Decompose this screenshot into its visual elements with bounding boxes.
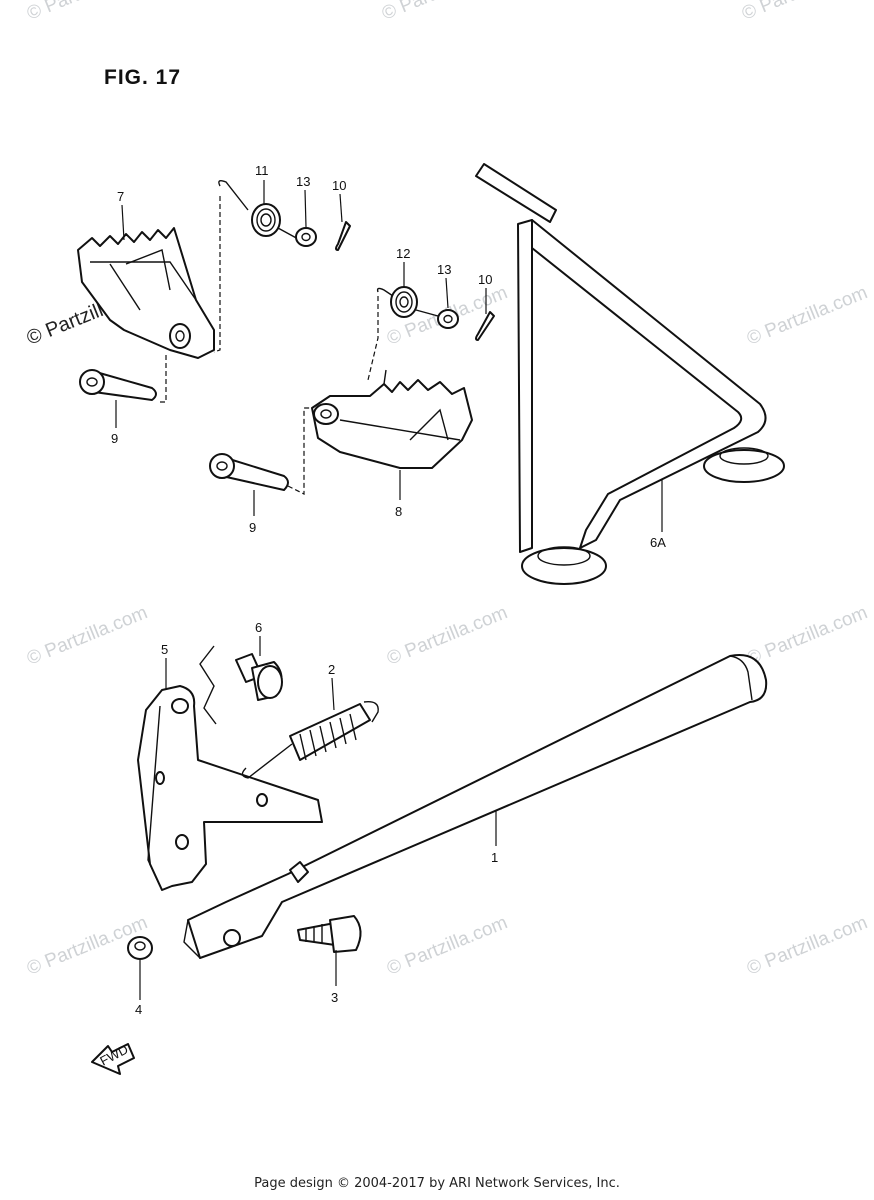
work-stand xyxy=(475,163,785,585)
torsion-spring-right xyxy=(376,286,439,318)
washer-left xyxy=(295,227,317,247)
pin-left xyxy=(79,369,157,401)
callout-12: 12 xyxy=(396,246,410,261)
callout-1: 1 xyxy=(491,850,498,865)
forward-arrow-icon: FWD xyxy=(91,1042,135,1075)
nut-4 xyxy=(127,936,153,960)
watermark: © Partzilla.com xyxy=(744,282,871,349)
callout-4: 4 xyxy=(135,1002,142,1017)
pin-right xyxy=(209,453,289,491)
callout-5: 5 xyxy=(161,642,168,657)
watermark: © Partzilla.com xyxy=(379,0,506,25)
callout-11: 11 xyxy=(255,163,269,178)
leader-lines xyxy=(115,180,663,1000)
watermark: © Partzilla.com xyxy=(744,912,871,979)
callout-6: 6 xyxy=(255,620,262,635)
callout-9b: 9 xyxy=(249,520,256,535)
callout-13a: 13 xyxy=(296,174,310,189)
callout-7: 7 xyxy=(117,189,124,204)
callout-8: 8 xyxy=(395,504,402,519)
watermark: © Partzilla.com xyxy=(24,0,151,25)
footpeg-left xyxy=(77,227,215,359)
callout-10b: 10 xyxy=(478,272,492,287)
watermark: © Partzilla.com xyxy=(744,602,871,669)
callout-10a: 10 xyxy=(332,178,346,193)
coil-spring xyxy=(241,701,379,779)
footer-copyright: Page design © 2004-2017 by ARI Network S… xyxy=(254,1176,620,1191)
watermark: © Partzilla.com xyxy=(24,602,151,669)
cotter-pin-left xyxy=(335,221,351,251)
callout-3: 3 xyxy=(331,990,338,1005)
torsion-spring-left xyxy=(218,179,301,241)
footpeg-right xyxy=(311,369,473,469)
callout-6a: 6A xyxy=(650,535,666,550)
kickstand xyxy=(183,654,768,959)
callout-9a: 9 xyxy=(111,431,118,446)
callout-13b: 13 xyxy=(437,262,451,277)
callouts: 7 11 13 10 12 13 10 9 9 8 6A 6 5 2 1 3 4 xyxy=(111,163,666,1017)
bolt-3 xyxy=(297,915,362,953)
watermark: © Partzilla.com xyxy=(384,602,511,669)
figure-title: FIG. 17 xyxy=(104,66,182,89)
bracket-plate xyxy=(137,685,323,891)
washer-right xyxy=(437,309,459,329)
bolt-6 xyxy=(235,653,283,701)
cotter-pin-right xyxy=(475,311,495,341)
watermark: © Partzilla.com xyxy=(739,0,866,25)
watermark: © Partzilla.com xyxy=(384,912,511,979)
callout-2: 2 xyxy=(328,662,335,677)
